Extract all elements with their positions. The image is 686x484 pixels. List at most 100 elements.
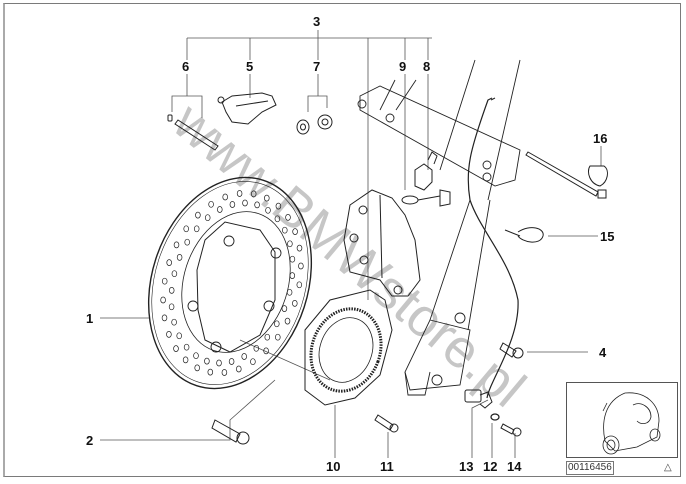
- vent-hole: [182, 356, 189, 364]
- leader-disc-hub: [239, 339, 331, 381]
- vent-hole: [292, 300, 298, 307]
- abs-sensor-ring: [304, 289, 393, 406]
- vent-hole: [204, 214, 211, 222]
- sensor-bolt: [500, 423, 522, 437]
- callout-1[interactable]: 1: [86, 311, 94, 326]
- vent-hole: [171, 318, 177, 326]
- vent-hole: [241, 353, 247, 360]
- vent-hole: [253, 344, 260, 352]
- vent-hole: [229, 201, 236, 208]
- vent-hole: [264, 194, 270, 202]
- vent-hole: [204, 357, 210, 365]
- vent-hole: [168, 287, 175, 294]
- vent-hole: [289, 272, 296, 279]
- vent-hole: [195, 211, 201, 219]
- vent-hole: [274, 215, 281, 223]
- vent-hole: [171, 270, 178, 278]
- bleed-valve: [414, 151, 438, 191]
- vent-hole: [292, 228, 298, 235]
- callout-15[interactable]: 15: [600, 229, 615, 244]
- vent-hole: [296, 281, 303, 289]
- vent-hole: [217, 206, 223, 213]
- bushings: [296, 114, 333, 135]
- vent-hole: [184, 238, 190, 246]
- callout-14[interactable]: 14: [507, 459, 522, 474]
- callout-3[interactable]: 3: [313, 14, 321, 29]
- callout-12[interactable]: 12: [483, 459, 498, 474]
- vent-hole: [265, 206, 271, 214]
- cable-tie-long: [525, 151, 608, 199]
- vent-hole: [176, 254, 183, 261]
- brake-disc: [147, 176, 313, 390]
- vent-hole: [216, 359, 222, 367]
- cable-tie-loop: [504, 227, 544, 243]
- leader-2: [100, 379, 276, 441]
- vent-hole: [194, 364, 200, 372]
- vent-hole: [173, 345, 179, 352]
- reference-number: 00116456: [566, 461, 614, 475]
- callout-5[interactable]: 5: [246, 59, 254, 74]
- brake-pads: [217, 92, 277, 125]
- brake-caliper: [343, 189, 421, 297]
- sensor-ring-bolt: [374, 414, 399, 433]
- caliper-bolt: [499, 342, 524, 359]
- callout-2[interactable]: 2: [86, 433, 94, 448]
- leader-3: [187, 30, 432, 39]
- vent-hole: [287, 240, 293, 248]
- callout-16[interactable]: 16: [593, 131, 608, 146]
- disc-bolt: [211, 419, 250, 445]
- callout-8[interactable]: 8: [423, 59, 431, 74]
- vent-hole: [168, 303, 175, 311]
- callout-10[interactable]: 10: [326, 459, 341, 474]
- leader-7: [307, 74, 328, 112]
- vent-hole: [166, 331, 172, 338]
- vent-hole: [250, 190, 257, 198]
- vent-hole: [176, 332, 182, 340]
- vent-hole: [207, 368, 214, 376]
- diagram-frame: [3, 3, 681, 477]
- vent-hole: [161, 314, 168, 322]
- vent-hole: [254, 201, 260, 209]
- vent-hole: [289, 255, 296, 263]
- abs-sensor: [464, 389, 493, 409]
- vent-hole: [285, 214, 291, 221]
- vent-hole: [284, 317, 291, 325]
- vent-hole: [282, 226, 288, 234]
- vent-hole: [263, 347, 269, 355]
- front-fork: [357, 59, 521, 396]
- vent-hole: [298, 262, 304, 270]
- vent-hole: [286, 288, 293, 296]
- leader-13: [471, 399, 489, 458]
- vent-hole: [222, 193, 228, 201]
- vent-hole: [173, 241, 180, 249]
- callout-4[interactable]: 4: [599, 345, 607, 360]
- vent-hole: [296, 244, 303, 252]
- vehicle-inset: [566, 382, 678, 458]
- vent-hole: [221, 369, 228, 376]
- triangle-warning-icon: △: [664, 462, 672, 473]
- leader-6: [171, 74, 203, 118]
- callout-11[interactable]: 11: [380, 459, 394, 474]
- disc-vent-holes: [160, 190, 304, 376]
- callout-7[interactable]: 7: [313, 59, 321, 74]
- callout-6[interactable]: 6: [182, 59, 190, 74]
- vent-hole: [250, 358, 256, 366]
- vent-hole: [193, 225, 200, 233]
- callout-13[interactable]: 13: [459, 459, 474, 474]
- vent-hole: [264, 333, 271, 341]
- vent-hole: [228, 358, 235, 365]
- vent-hole: [166, 259, 172, 266]
- vent-hole: [281, 305, 288, 312]
- scooter-thumbnail-icon: [602, 392, 661, 455]
- vent-hole: [183, 343, 190, 351]
- vent-hole: [274, 320, 280, 328]
- vent-hole: [208, 200, 214, 208]
- vent-hole: [160, 296, 166, 304]
- dust-cap: [401, 189, 451, 207]
- leader-lines: [100, 30, 602, 458]
- vent-hole: [161, 277, 168, 285]
- vent-hole: [236, 190, 243, 197]
- washer: [490, 413, 500, 421]
- callout-9[interactable]: 9: [399, 59, 407, 74]
